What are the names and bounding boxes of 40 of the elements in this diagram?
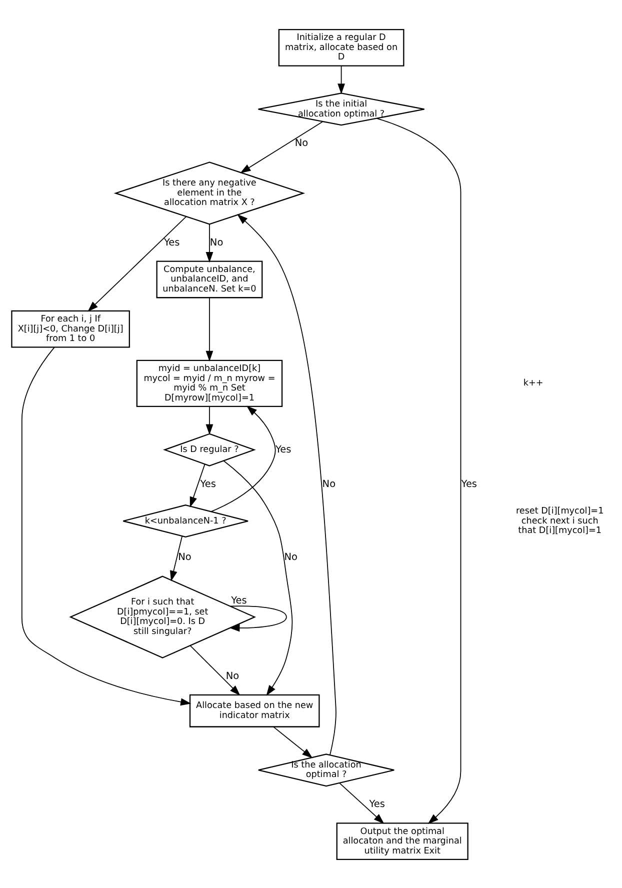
arrow — [240, 120, 324, 173]
node-diamond: k<unbalanceN-1 ? — [122, 504, 249, 538]
arrow — [88, 216, 187, 312]
arrow — [206, 296, 214, 361]
node-box: Output the optimal allocaton and the marginal utility matrix Exit — [336, 822, 468, 860]
edge-label: No — [210, 236, 224, 248]
arrow — [272, 726, 313, 758]
edge-label: No — [284, 552, 298, 563]
arrow — [210, 405, 276, 512]
arrow — [170, 535, 183, 581]
arrow — [339, 782, 384, 824]
arrow — [190, 463, 206, 507]
edge-label: Yes — [369, 798, 385, 810]
node-box: For each i, j If X[i][j]<0, Change D[i][j] from 1 to 0 — [11, 310, 130, 348]
edge-label: No — [178, 552, 192, 563]
edge-label: Yes — [276, 444, 292, 455]
edge-label: No — [226, 670, 240, 682]
arrow — [338, 64, 346, 94]
node-box: Allocate based on the new indicator matrix — [189, 694, 320, 727]
arrow — [237, 214, 336, 755]
label: k++ — [523, 378, 544, 388]
edge-label: Yes — [461, 478, 477, 490]
node-box: Compute unbalance, unbalanceID, and unbalanceN. Set k=0 — [156, 260, 263, 298]
arrow — [223, 460, 293, 696]
node-box: myid = unbalanceID[k] mycol = myid / m_n myrow = myid % m_n Set D[myrow][mycol]=1 — [136, 359, 283, 407]
node-diamond: Is the initial allocation optimal ? — [258, 92, 425, 126]
label: reset D[i][mycol]=1 check next i such that D[i][mycol]=1 — [516, 506, 604, 536]
arrow — [21, 346, 192, 706]
edge-label: Yes — [164, 236, 180, 248]
arrow — [190, 644, 240, 696]
arrow — [206, 406, 214, 434]
arrow — [206, 223, 214, 262]
node-box: Initialize a regular D matrix, allocate based on D — [278, 28, 404, 66]
edge-label: No — [322, 478, 336, 490]
arrow — [376, 117, 462, 824]
arrow — [229, 605, 287, 632]
node-diamond: Is D regular ? — [162, 432, 256, 466]
edge-label: No — [294, 138, 308, 149]
edge-label: Yes — [200, 478, 216, 490]
edge-label: Yes — [231, 594, 247, 606]
